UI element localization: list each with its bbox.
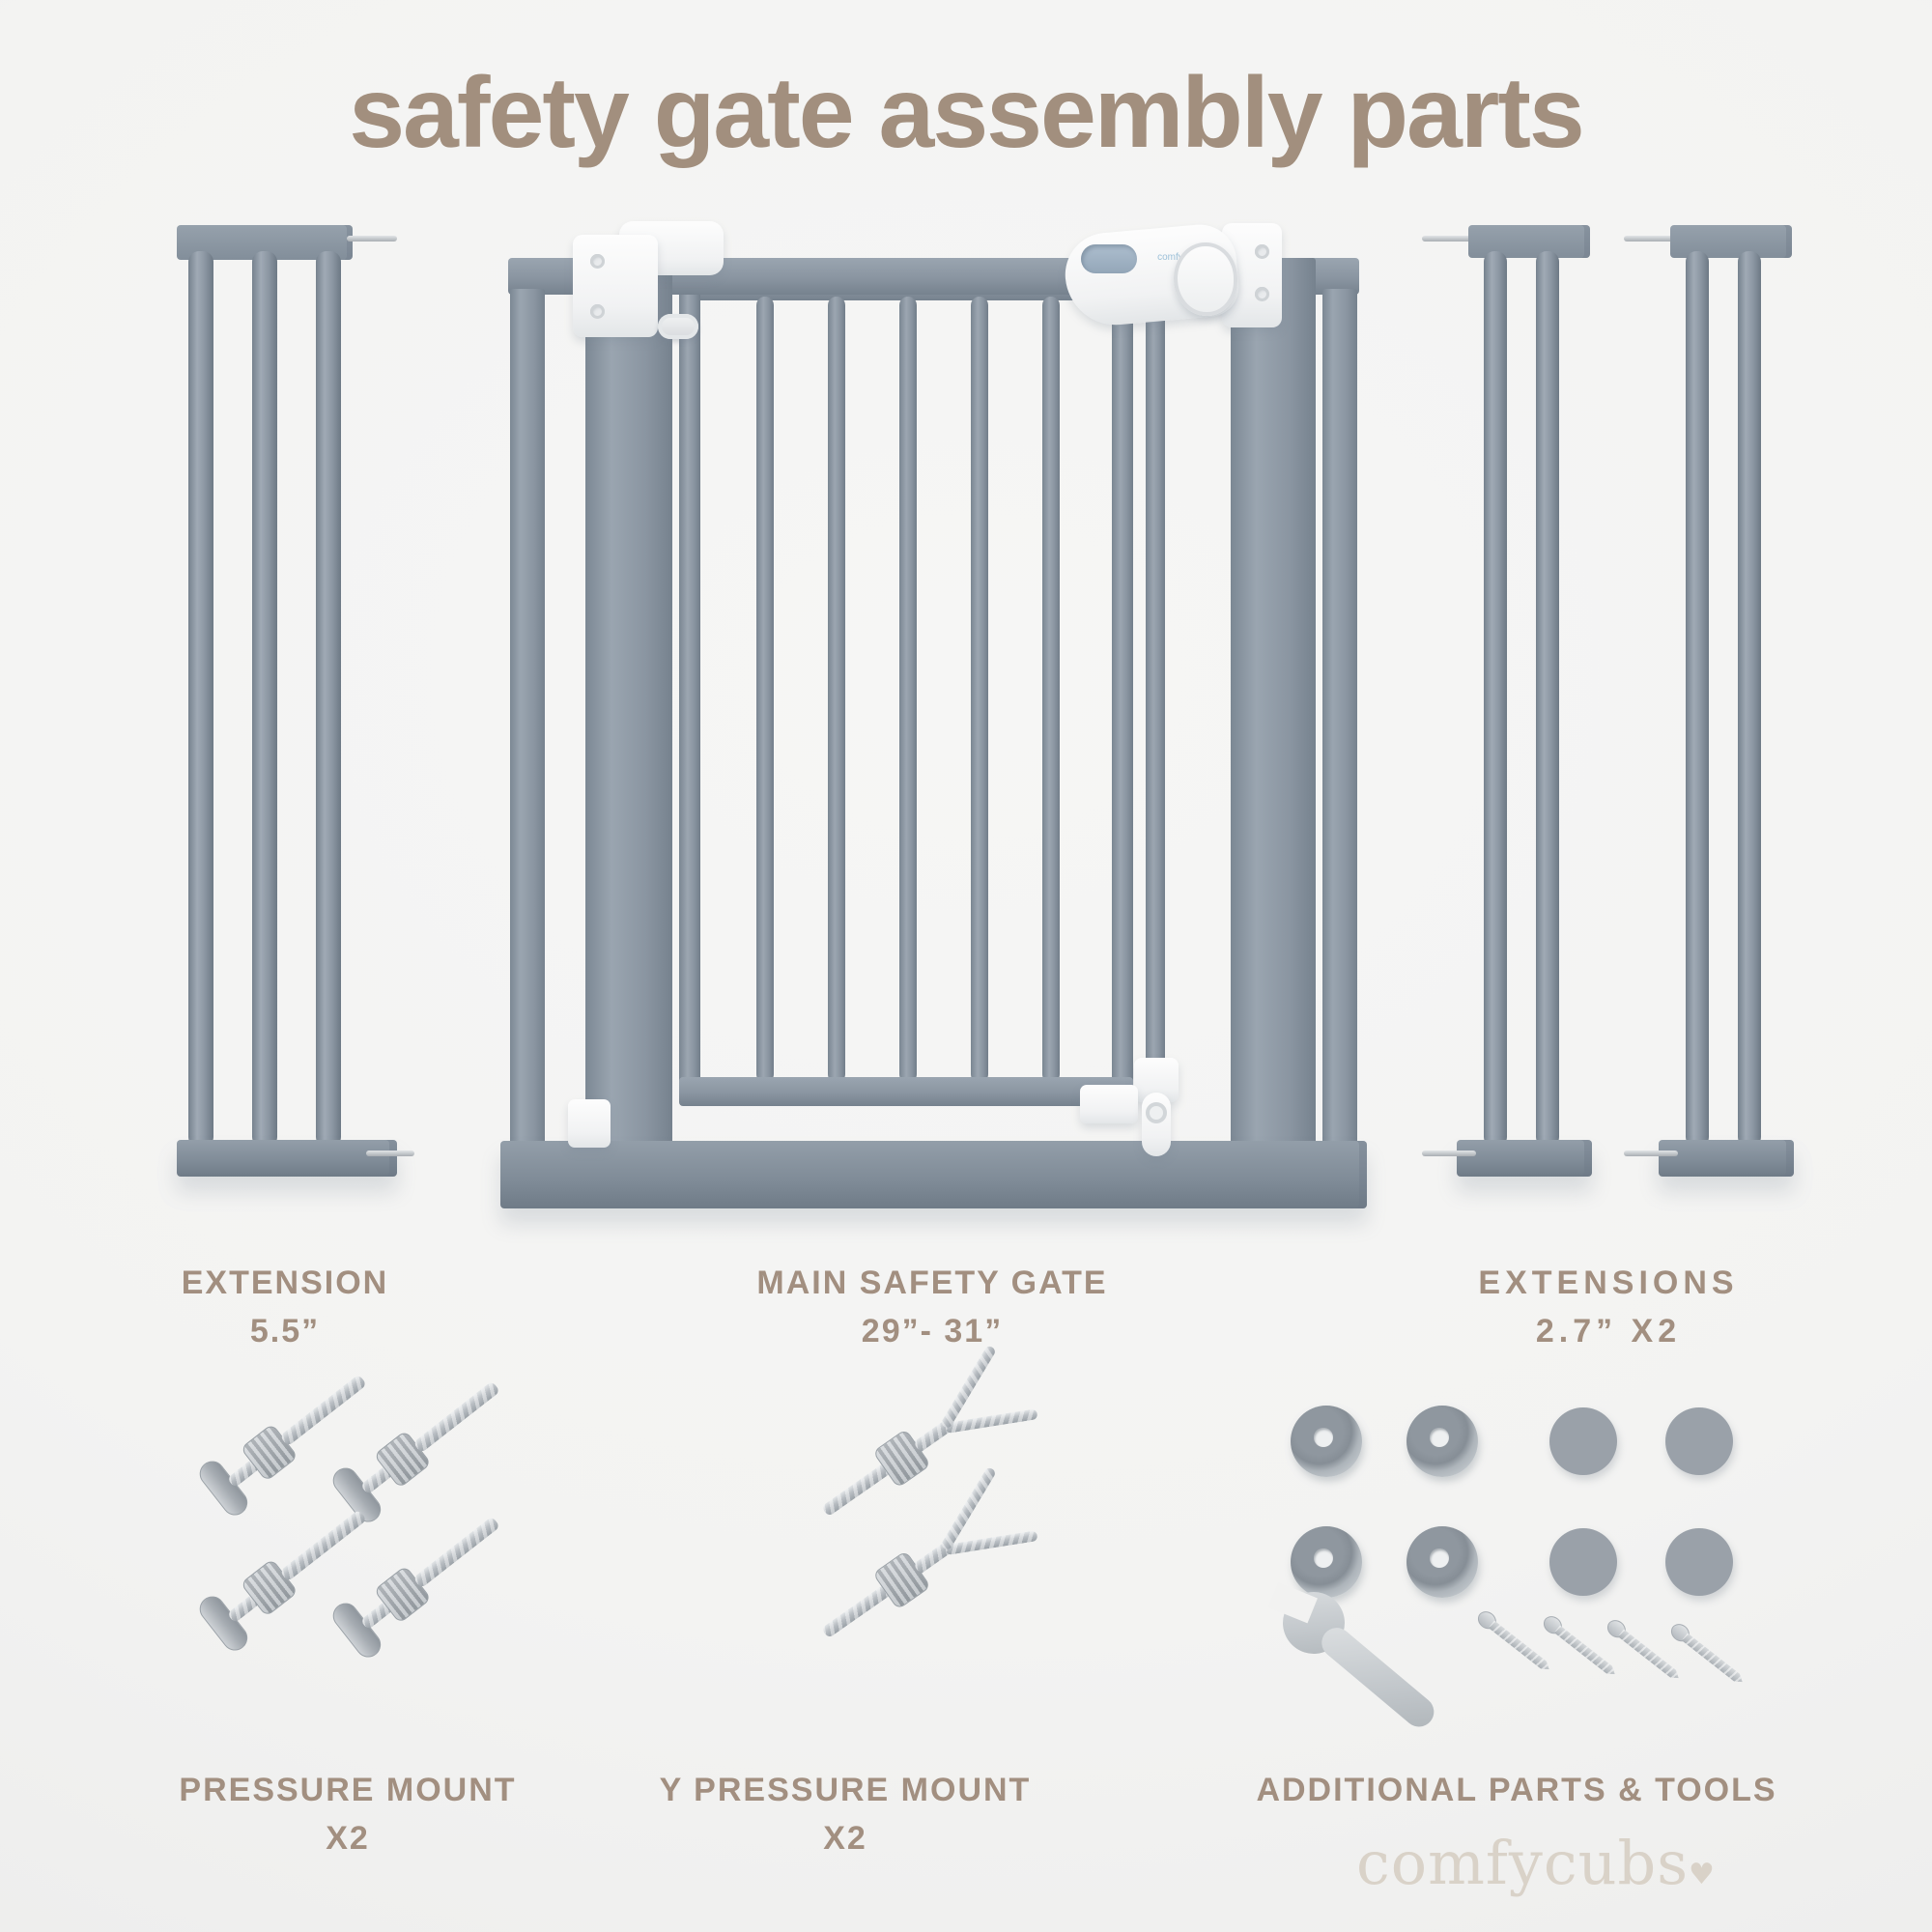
extension-right-illustration <box>1422 222 1594 1177</box>
label-extensions-size: 2.7” X2 <box>1535 1313 1682 1350</box>
wall-cup-hole <box>1314 1428 1333 1447</box>
brand-logo: comfycubs♥ <box>1314 1828 1758 1898</box>
extension-bar <box>188 251 213 1148</box>
label-pressure-mount-name: PRESSURE MOUNT <box>179 1772 517 1808</box>
label-main-gate-size: 29”- 31” <box>861 1313 1004 1350</box>
label-extension-size: 5.5” <box>249 1313 321 1350</box>
label-extensions-name: EXTENSIONS <box>1478 1264 1739 1301</box>
extension-top-pin <box>347 236 397 242</box>
extension-right-illustration <box>1624 222 1796 1177</box>
bottom-latch-catch <box>1080 1085 1138 1123</box>
brand-logo-heart-icon: ♥ <box>1689 1858 1716 1891</box>
latch-bracket-screw <box>1255 287 1269 301</box>
gate-left-outer-post <box>510 289 545 1147</box>
wrench-handle <box>1315 1621 1440 1733</box>
screw-shank <box>1682 1633 1746 1686</box>
handle-slider-button <box>1081 244 1137 273</box>
wall-cup <box>1291 1526 1362 1598</box>
door-bar <box>1042 297 1060 1083</box>
extension-top-pin <box>1624 236 1676 242</box>
hinge-pin <box>658 314 698 339</box>
label-extension-name: EXTENSION <box>181 1264 389 1301</box>
door-bar <box>756 297 774 1083</box>
latch-rod <box>1146 278 1165 1117</box>
label-main-gate: MAIN SAFETY GATE 29”- 31” <box>618 1259 1246 1355</box>
label-extensions: EXTENSIONS 2.7” X2 <box>1410 1259 1806 1355</box>
extension-bottom-pin <box>1422 1151 1476 1156</box>
extension-bottom-pin <box>366 1151 414 1156</box>
label-main-gate-name: MAIN SAFETY GATE <box>756 1264 1108 1301</box>
gate-bottom-rail <box>500 1141 1367 1208</box>
gate-right-outer-post <box>1322 289 1357 1147</box>
gate-floor-stopper <box>568 1099 611 1148</box>
gate-hinge <box>573 221 727 341</box>
wrench-body <box>1266 1578 1451 1749</box>
spacer-disc <box>1665 1407 1733 1475</box>
extension-bottom-pin <box>1624 1151 1678 1156</box>
bolt-rod <box>279 1509 367 1582</box>
door-left-stile <box>679 277 700 1106</box>
hinge-block <box>573 235 658 337</box>
label-additional-parts: ADDITIONAL PARTS & TOOLS <box>1236 1766 1797 1814</box>
main-gate-illustration: comfycubs <box>500 221 1367 1212</box>
extension-bar <box>1536 251 1559 1148</box>
bolt-rod <box>412 1516 500 1589</box>
extension-bottom-cap <box>177 1140 397 1177</box>
wrench-tool <box>1267 1578 1466 1733</box>
brand-logo-text: comfycubs <box>1356 1828 1690 1898</box>
extension-bar <box>252 251 277 1148</box>
wall-cup-hole <box>1314 1548 1333 1568</box>
wall-cup <box>1406 1526 1478 1598</box>
gate-door-panel <box>679 273 1133 1135</box>
hinge-screw <box>590 304 605 319</box>
wall-cup-hole <box>1430 1548 1449 1568</box>
page-title: safety gate assembly parts <box>349 57 1585 169</box>
extension-bar <box>1484 251 1507 1148</box>
label-y-pressure-mount-name: Y PRESSURE MOUNT <box>659 1772 1032 1808</box>
extension-top-pin <box>1422 236 1474 242</box>
handle-thumb-button <box>1174 242 1237 316</box>
label-y-pressure-mount: Y PRESSURE MOUNT X2 <box>618 1766 1072 1862</box>
hinge-screw <box>590 254 605 269</box>
door-bar <box>828 297 845 1083</box>
extension-bottom-cap <box>1659 1140 1794 1177</box>
gate-left-hinge-post <box>585 258 672 1149</box>
bolt-rod <box>412 1380 500 1454</box>
door-right-stile <box>1112 277 1133 1106</box>
extension-bar <box>316 251 341 1148</box>
door-bar <box>971 297 988 1083</box>
door-bottom-rail <box>679 1077 1133 1106</box>
gate-latch-handle: comfycubs <box>1062 213 1326 339</box>
extension-bar <box>1686 251 1709 1148</box>
extension-left-illustration <box>177 222 418 1177</box>
spacer-disc <box>1549 1528 1617 1596</box>
extension-bar <box>1738 251 1761 1148</box>
door-bar <box>899 297 917 1083</box>
extension-bottom-cap <box>1457 1140 1592 1177</box>
wall-cup <box>1406 1406 1478 1477</box>
label-extension: EXTENSION 5.5” <box>111 1259 459 1355</box>
spacer-disc <box>1665 1528 1733 1596</box>
spacer-disc <box>1549 1407 1617 1475</box>
wall-cup <box>1291 1406 1362 1477</box>
latch-bracket-screw <box>1255 244 1269 259</box>
bottom-latch-pin <box>1146 1102 1167 1123</box>
label-pressure-mount-qty: X2 <box>326 1820 370 1857</box>
bolt-rod <box>279 1374 367 1447</box>
label-pressure-mount: PRESSURE MOUNT X2 <box>116 1766 580 1862</box>
label-additional-parts-name: ADDITIONAL PARTS & TOOLS <box>1256 1772 1777 1808</box>
wall-cup-hole <box>1430 1428 1449 1447</box>
label-y-pressure-mount-qty: X2 <box>823 1820 867 1857</box>
gate-right-latch-post <box>1231 258 1316 1149</box>
